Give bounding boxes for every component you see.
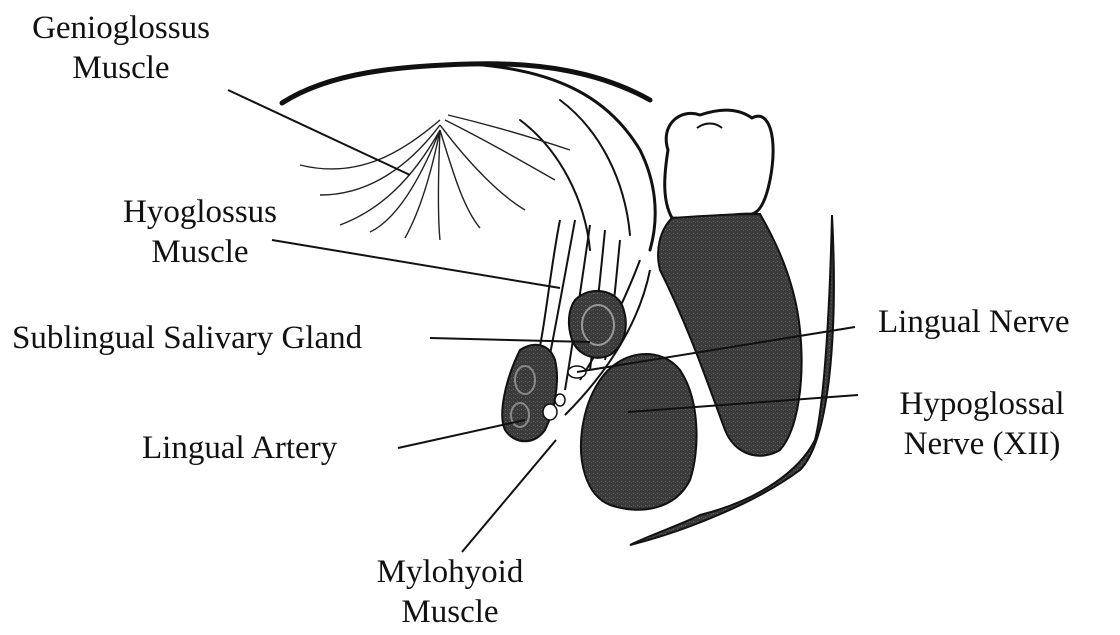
label-genioglossus: Genioglossus Muscle: [6, 8, 236, 88]
label-sublingual-gland: Sublingual Salivary Gland: [12, 318, 362, 358]
genioglossus-fibers: [300, 115, 570, 240]
label-mylohyoid: Mylohyoid Muscle: [340, 552, 560, 632]
label-lingual-artery: Lingual Artery: [142, 428, 337, 468]
label-hypoglossal-line2: Nerve (XII): [872, 424, 1092, 464]
label-hyoglossus-line2: Muscle: [90, 232, 310, 272]
leader-genioglossus: [228, 90, 410, 175]
tongue-outline: [282, 64, 655, 250]
leader-lingual-artery: [398, 420, 525, 448]
label-hyoglossus: Hyoglossus Muscle: [90, 192, 310, 272]
leader-hyoglossus: [272, 240, 560, 288]
sublingual-gland: [569, 291, 626, 358]
leader-mylohyoid: [462, 440, 556, 552]
lingual-artery-region: [502, 345, 557, 441]
label-genioglossus-line1: Genioglossus: [6, 8, 236, 48]
label-mylohyoid-line2: Muscle: [340, 592, 560, 632]
label-hyoglossus-line1: Hyoglossus: [90, 192, 310, 232]
leader-sublingual-gland: [430, 338, 590, 342]
label-mylohyoid-line1: Mylohyoid: [340, 552, 560, 592]
label-hypoglossal-nerve: Hypoglossal Nerve (XII): [872, 384, 1092, 464]
label-genioglossus-line2: Muscle: [6, 48, 236, 88]
tooth: [665, 110, 773, 218]
label-lingual-nerve: Lingual Nerve: [878, 302, 1070, 342]
label-hypoglossal-line1: Hypoglossal: [872, 384, 1092, 424]
